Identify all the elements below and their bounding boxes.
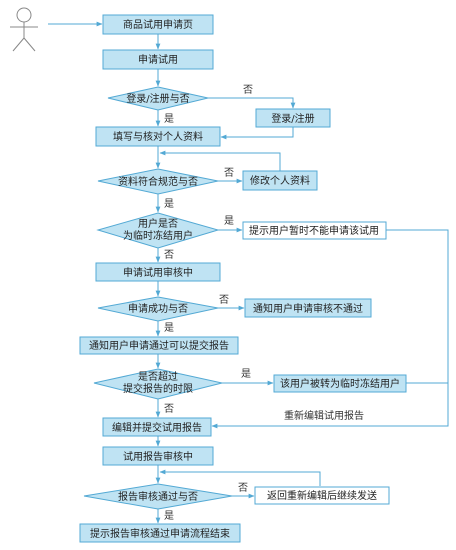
label-re-edit: 重新编辑试用报告: [284, 409, 364, 422]
decision-login-label: 登录/注册与否: [126, 92, 189, 105]
label-report-no: 否: [238, 482, 248, 494]
node-fill-label: 填写与核对个人资料: [113, 130, 203, 143]
node-notify-frozen: 提示用户暂时不能申请该试用: [242, 221, 387, 240]
node-end: 提示报告审核通过申请流程结束: [79, 523, 241, 543]
decision-valid-label: 资料符合规范与否: [118, 175, 198, 188]
node-fill: 填写与核对个人资料: [95, 126, 221, 147]
node-modify: 修改个人资料: [242, 170, 318, 191]
label-report-yes: 是: [164, 510, 174, 522]
decision-success-label: 申请成功与否: [128, 302, 188, 315]
decision-login: 登录/注册与否: [107, 86, 209, 111]
node-notify-pass-label: 通知用户申请通过可以提交报告: [89, 339, 229, 352]
label-success-yes: 是: [164, 322, 174, 334]
decision-success: 申请成功与否: [97, 296, 219, 322]
label-valid-yes: 是: [164, 198, 174, 210]
node-start: 商品试用申请页: [102, 14, 214, 35]
node-to-frozen-label: 该用户被转为临时冻结用户: [280, 377, 400, 390]
label-deadline-yes: 是: [241, 368, 251, 380]
edges: [48, 21, 449, 524]
node-resend-label: 返回重新编辑后继续发送: [267, 489, 377, 502]
node-login: 登录/注册: [255, 108, 331, 128]
node-login-label: 登录/注册: [271, 112, 314, 125]
decision-deadline-label-2: 提交报告的时限: [123, 382, 193, 395]
label-frozen-no: 否: [164, 249, 174, 261]
decision-frozen-label-1: 用户是否: [138, 217, 178, 230]
node-notify-frozen-label: 提示用户暂时不能申请该试用: [249, 224, 379, 237]
node-end-label: 提示报告审核通过申请流程结束: [90, 527, 230, 540]
decision-report: 报告审核通过与否: [83, 483, 233, 510]
node-resend: 返回重新编辑后继续发送: [254, 486, 390, 505]
label-login-no: 否: [243, 84, 253, 96]
node-review: 申请试用审核中: [95, 262, 221, 282]
decision-deadline: 是否超过 提交报告的时限: [93, 368, 223, 400]
node-modify-label: 修改个人资料: [250, 174, 310, 187]
node-apply-label: 申请试用: [138, 53, 178, 66]
node-notify-pass: 通知用户申请通过可以提交报告: [79, 336, 239, 355]
decision-frozen-label-2: 为临时冻结用户: [123, 229, 193, 242]
node-to-frozen: 该用户被转为临时冻结用户: [273, 374, 407, 393]
label-valid-no: 否: [224, 167, 234, 179]
node-notify-fail-label: 通知用户申请审核不通过: [253, 302, 363, 315]
node-report-review-label: 试用报告审核中: [123, 450, 193, 463]
node-edit-submit-label: 编辑并提交试用报告: [112, 421, 202, 434]
label-deadline-no: 否: [164, 403, 174, 415]
decision-valid: 资料符合规范与否: [97, 168, 219, 195]
node-review-label: 申请试用审核中: [123, 266, 193, 279]
decision-report-label: 报告审核通过与否: [118, 490, 198, 503]
decision-frozen: 用户是否 为临时冻结用户: [96, 212, 220, 249]
label-login-yes: 是: [164, 113, 174, 125]
node-apply: 申请试用: [102, 49, 214, 70]
label-frozen-yes: 是: [224, 215, 234, 227]
label-success-no: 否: [219, 294, 229, 306]
node-report-review: 试用报告审核中: [102, 446, 214, 466]
decision-deadline-label-1: 是否超过: [138, 370, 178, 383]
node-notify-fail: 通知用户申请审核不通过: [244, 298, 372, 318]
node-start-label: 商品试用申请页: [123, 18, 193, 31]
user-actor-icon: [10, 7, 38, 52]
node-edit-submit: 编辑并提交试用报告: [102, 417, 212, 437]
